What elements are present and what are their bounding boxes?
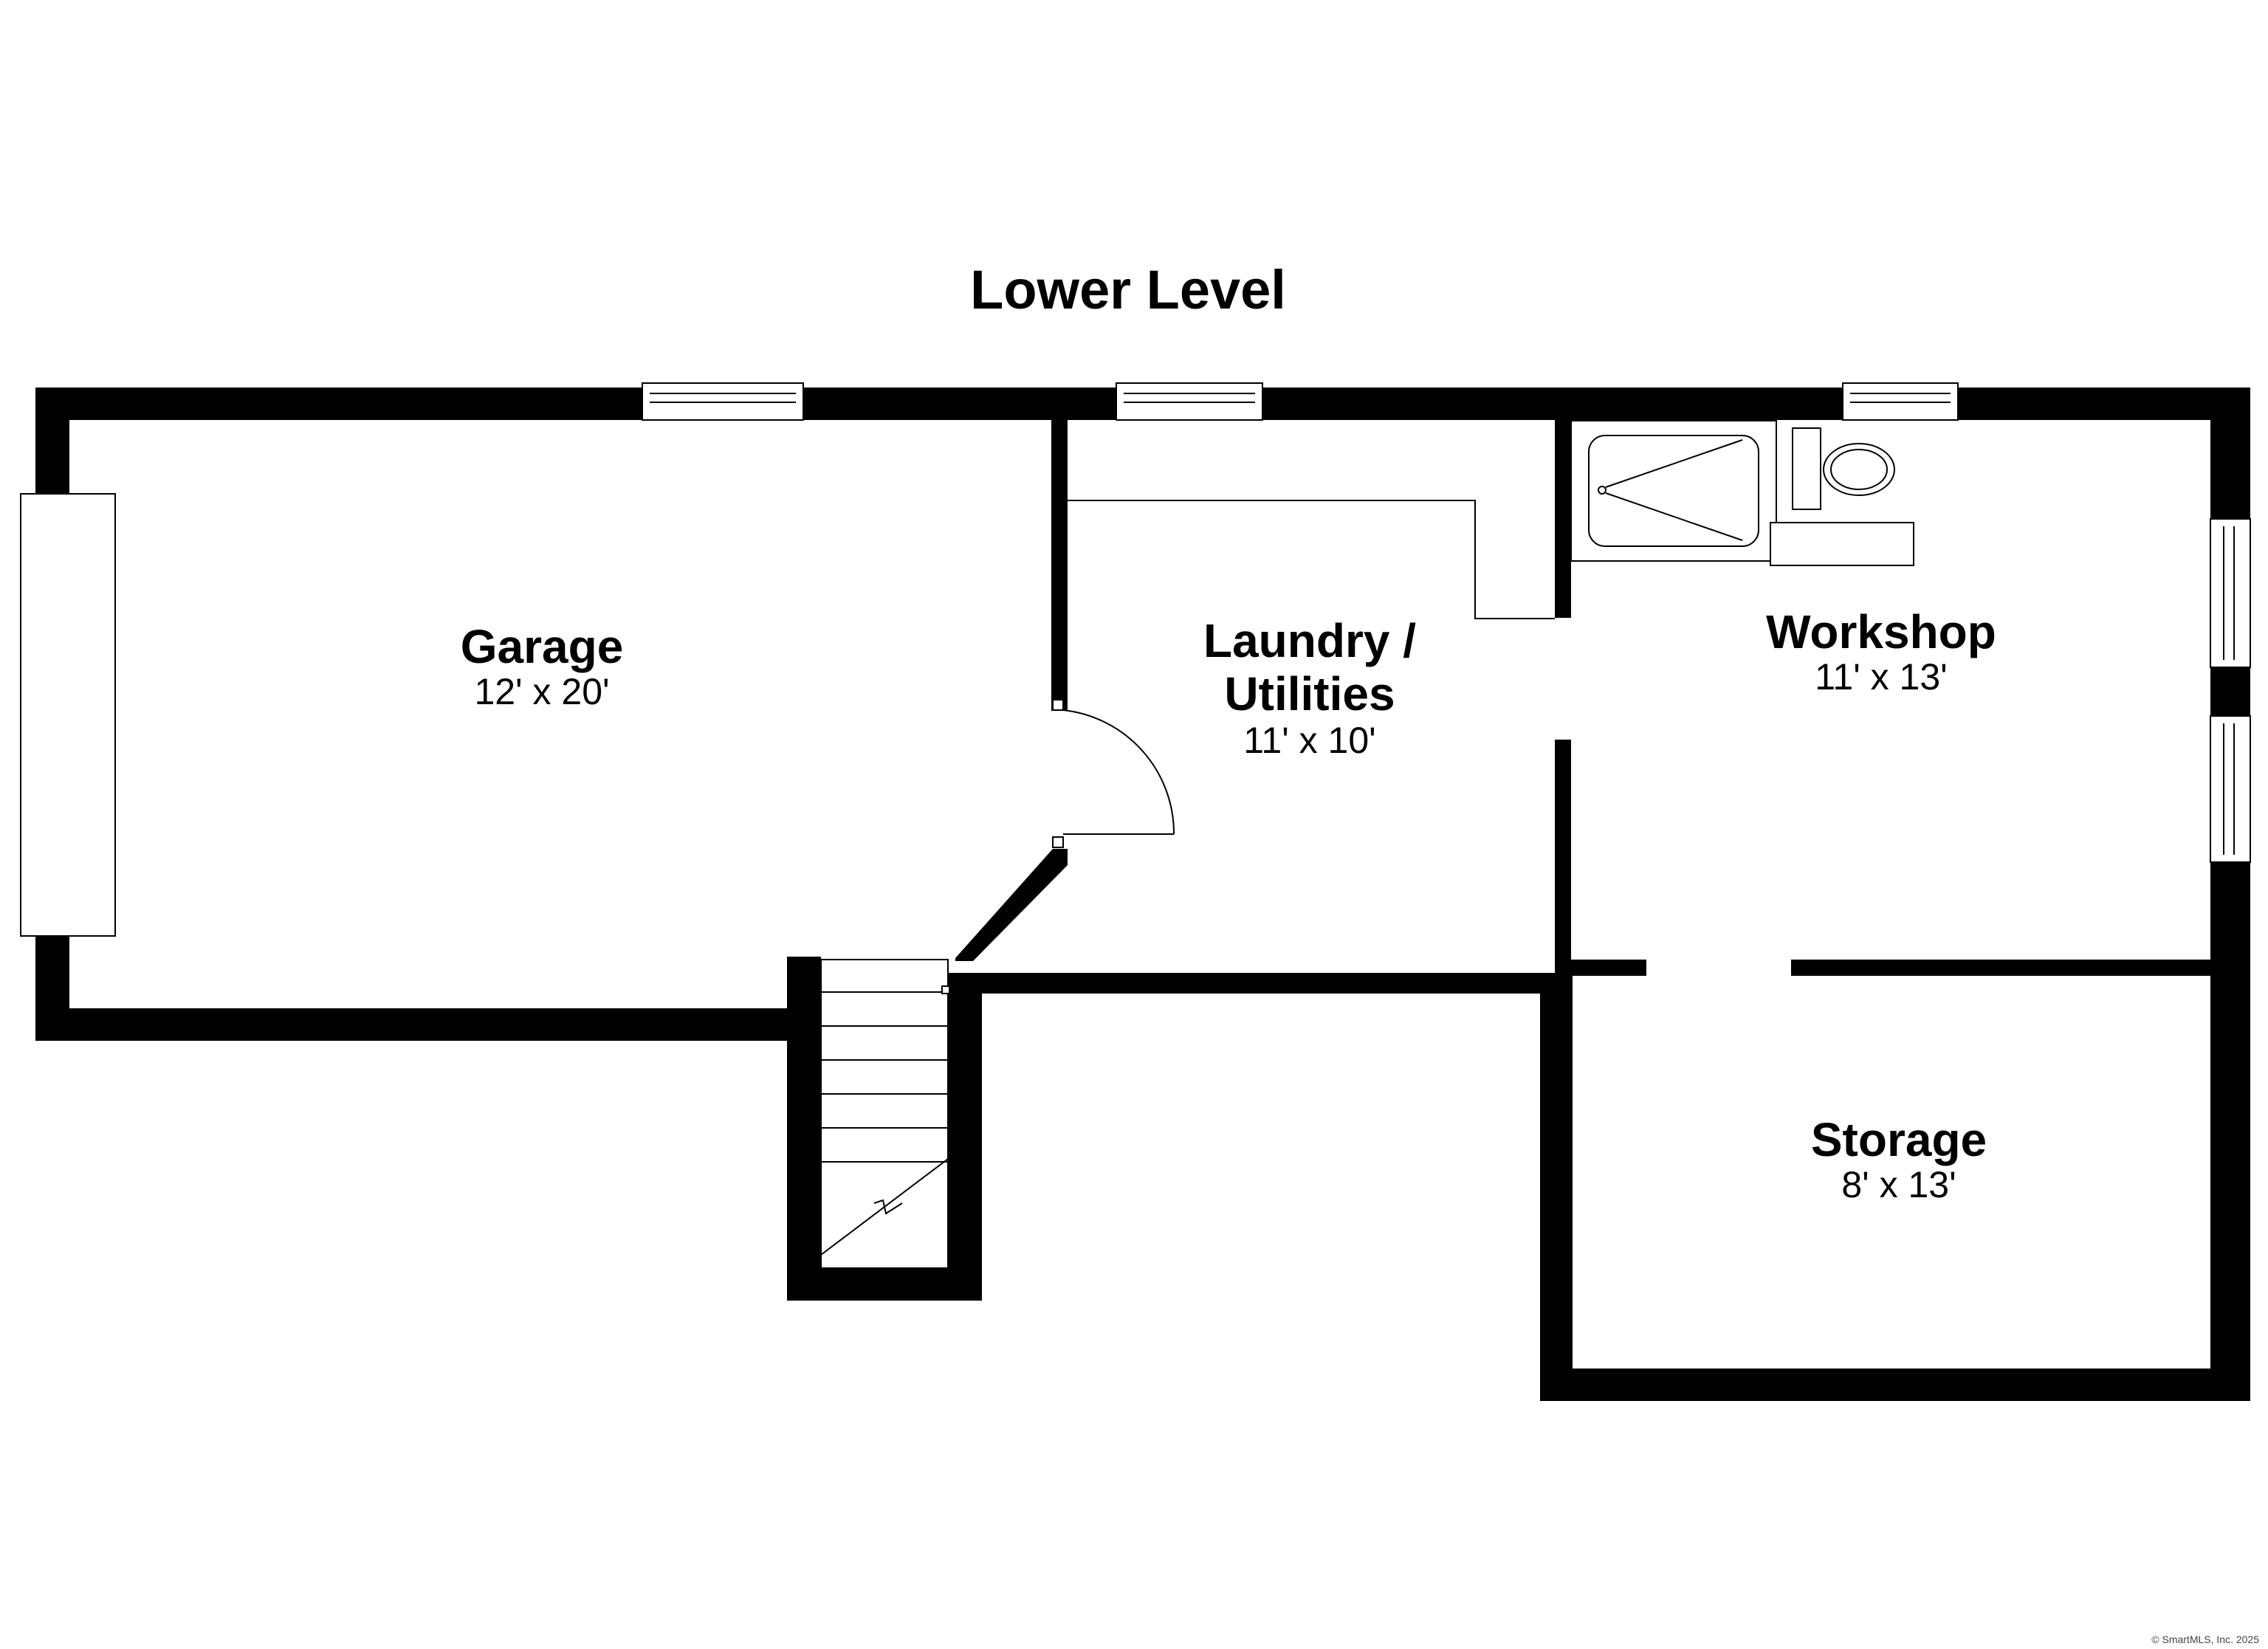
window-right-upper [2210,518,2251,668]
windows [642,382,2251,863]
stairs [820,959,950,1269]
utility-counter [1068,500,1555,619]
bath-fixtures [1570,420,1914,566]
room-name-garage: Garage [461,620,624,673]
floor-title: Lower Level [970,259,1286,320]
room-name-workshop: Workshop [1766,605,1996,658]
room-dims-laundry: 11' x 10' [1243,720,1375,761]
room-name-laundry-line2: Utilities [1224,667,1395,720]
room-name-laundry-line1: Laundry / [1203,614,1416,667]
garage-door [20,493,116,937]
room-dims-storage: 8' x 13' [1841,1164,1956,1205]
vanity-icon [1770,522,1914,566]
room-dims-workshop: 11' x 13' [1815,656,1947,698]
toilet-tank-icon [1792,427,1821,510]
window-right-lower [2210,715,2251,863]
door-swing [1052,699,1175,848]
copyright-notice: © SmartMLS, Inc. 2025 [2151,1633,2259,1645]
walls [35,388,2250,1401]
room-name-storage: Storage [1811,1113,1987,1166]
room-dims-garage: 12' x 20' [474,671,609,712]
